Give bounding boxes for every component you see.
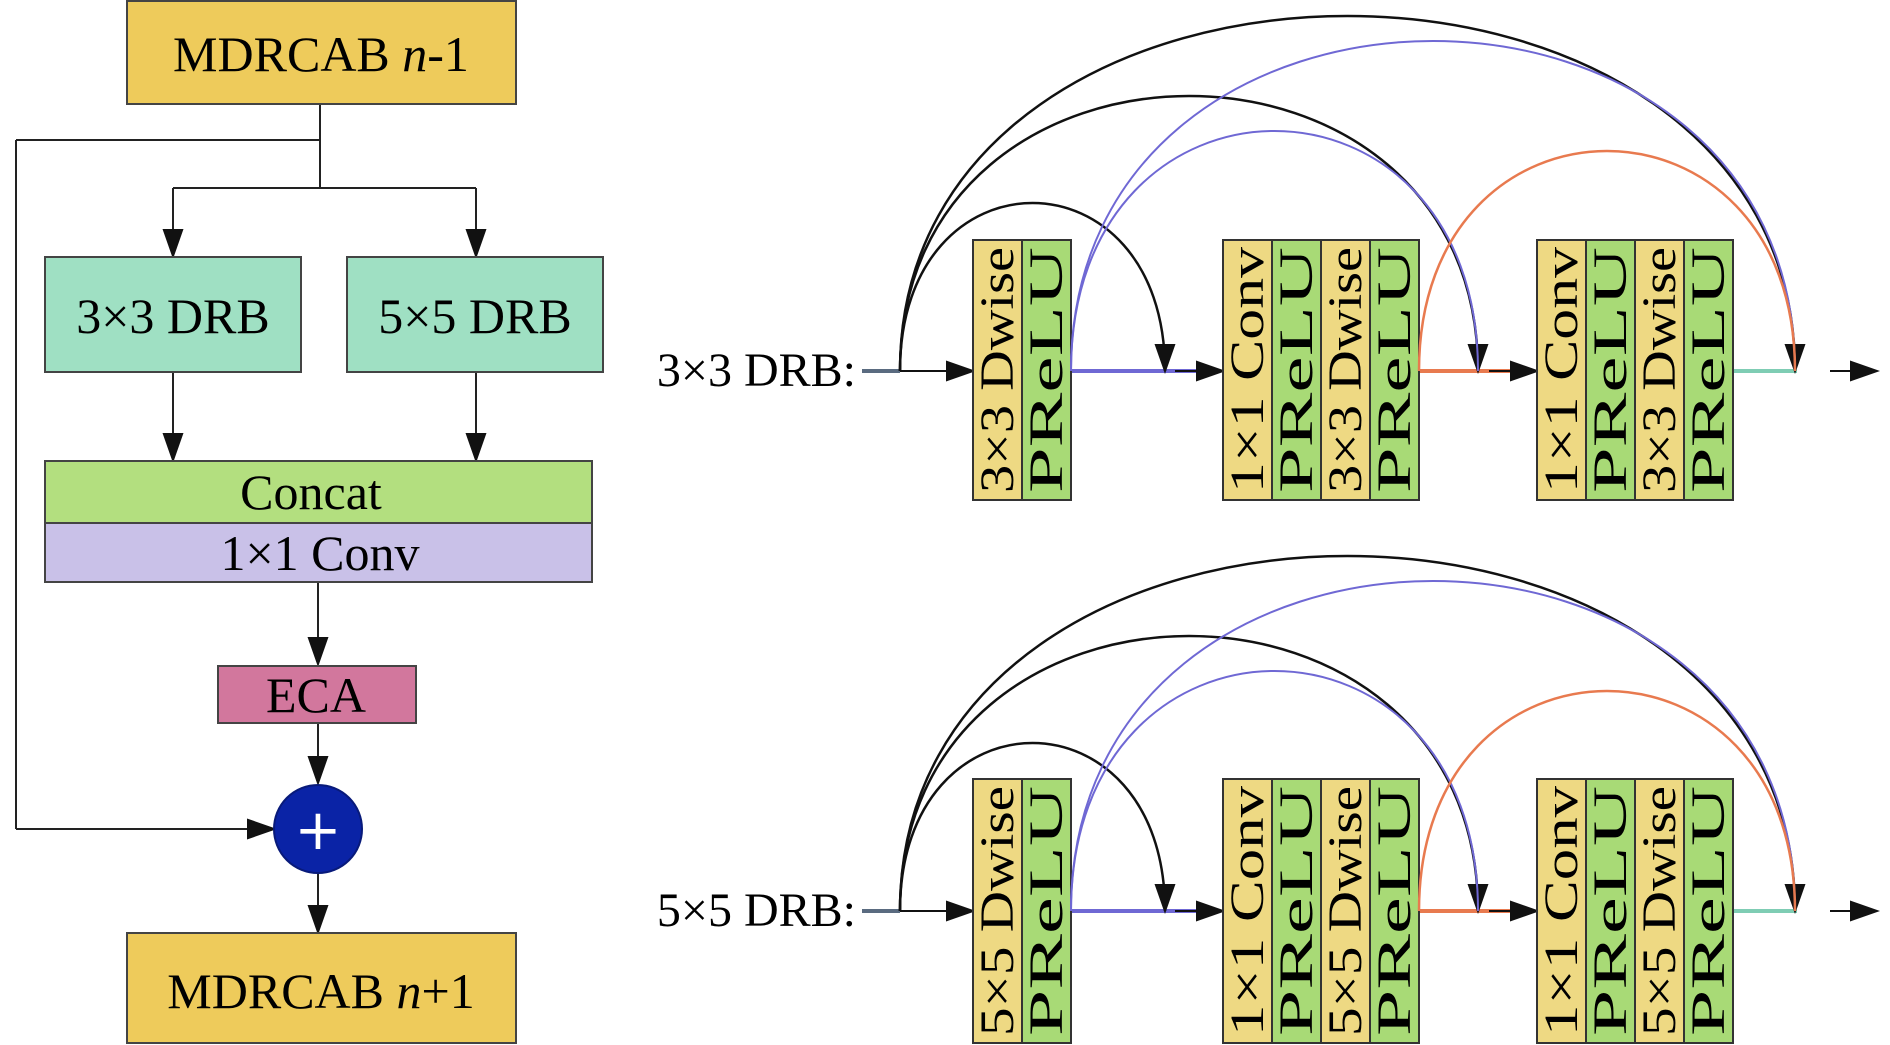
concat-label: Concat <box>240 464 382 520</box>
drb5-label: 5×5 DRB <box>378 288 572 344</box>
drb-row-label: 3×3 DRB: <box>657 344 856 397</box>
drb-strip-label: PReLU <box>1682 786 1735 1036</box>
drb-strip-label: 1×1 Conv <box>1221 247 1274 493</box>
drb3-block: 3×3 DRB <box>44 256 302 373</box>
skip-connection-1 <box>898 741 1176 914</box>
drb-strip-label: 1×1 Conv <box>1535 247 1588 493</box>
skip-connection-6 <box>1417 149 1797 372</box>
drb-strip-label: 5×5 Dwise <box>1633 786 1686 1036</box>
conv1x1-block: 1×1 Conv <box>44 522 593 583</box>
mdrcab-prev-label: MDRCAB n-1 <box>173 26 469 82</box>
drb-strip: PReLU <box>1020 778 1073 1044</box>
mdrcab-next-label: MDRCAB n+1 <box>167 963 474 1019</box>
mdrcab-next-block: MDRCAB n+1 <box>126 932 517 1044</box>
drb-strip: PReLU <box>1368 239 1421 501</box>
concat-block: Concat <box>44 460 593 524</box>
skip-connection-2 <box>898 94 1489 374</box>
skip-connection-5 <box>1070 40 1796 372</box>
drb-strip: 5×5 Dwise <box>1319 778 1372 1044</box>
drb-strip-label: PReLU <box>1270 247 1323 493</box>
drb-strip: PReLU <box>1270 239 1323 501</box>
drb-strip: PReLU <box>1270 778 1323 1044</box>
drb-strip-label: PReLU <box>1584 247 1637 493</box>
drb-strip: 5×5 Dwise <box>1633 778 1686 1044</box>
drb-strip: PReLU <box>1682 778 1735 1044</box>
drb5-block: 5×5 DRB <box>346 256 604 373</box>
drb-strip-label: 5×5 Dwise <box>1319 786 1372 1036</box>
drb-strip-label: PReLU <box>1682 247 1735 493</box>
drb-strip-label: PReLU <box>1368 786 1421 1036</box>
drb-strip-label: 5×5 Dwise <box>971 786 1024 1036</box>
drb-strip: PReLU <box>1584 239 1637 501</box>
drb-strip-label: 3×3 Dwise <box>1633 247 1686 493</box>
drb-strip-label: PReLU <box>1368 247 1421 493</box>
drb-strip-label: 1×1 Conv <box>1221 786 1274 1036</box>
conv1x1-label: 1×1 Conv <box>220 525 419 581</box>
drb-strip: 1×1 Conv <box>1221 778 1274 1044</box>
skip-connection-4 <box>1070 130 1479 372</box>
mdrcab-prev-block: MDRCAB n-1 <box>126 0 517 105</box>
skip-connection-6 <box>1417 689 1797 912</box>
drb-strip: PReLU <box>1682 239 1735 501</box>
left-arrows <box>16 188 487 935</box>
skip-connection-3 <box>898 554 1806 914</box>
drb-strip: PReLU <box>1368 778 1421 1044</box>
eca-block: ECA <box>217 665 417 724</box>
drb-strip: 1×1 Conv <box>1535 239 1588 501</box>
drb-strip: 1×1 Conv <box>1221 239 1274 501</box>
skip-connection-4 <box>1070 670 1479 912</box>
drb-strip-label: 1×1 Conv <box>1535 786 1588 1036</box>
drb-strip-label: 3×3 Dwise <box>1319 247 1372 493</box>
drb-strip-label: PReLU <box>1020 786 1073 1036</box>
drb-strip-label: 3×3 Dwise <box>971 247 1024 493</box>
skip-connection-3 <box>898 14 1806 374</box>
drb-strip: 3×3 Dwise <box>1633 239 1686 501</box>
drb-strip: PReLU <box>1020 239 1073 501</box>
add-node: + <box>273 784 363 874</box>
drb-strip: PReLU <box>1584 778 1637 1044</box>
drb-strip: 1×1 Conv <box>1535 778 1588 1044</box>
skip-connection-2 <box>898 634 1489 914</box>
drb-strip-label: PReLU <box>1270 786 1323 1036</box>
drb3-label: 3×3 DRB <box>76 288 270 344</box>
drb-strip-label: PReLU <box>1584 786 1637 1036</box>
drb-strip: 3×3 Dwise <box>971 239 1024 501</box>
drb-strip: 3×3 Dwise <box>1319 239 1372 501</box>
eca-label: ECA <box>266 667 366 723</box>
mdrcab-block: MDRCAB n-1 3×3 DRB 5×5 DRB Concat 1×1 Co… <box>15 0 604 1044</box>
drb-row-label: 5×5 DRB: <box>657 884 856 937</box>
skip-connection-1 <box>898 201 1176 374</box>
skip-connection-5 <box>1070 580 1796 912</box>
drb-strip-label: PReLU <box>1020 247 1073 493</box>
drb-strip: 5×5 Dwise <box>971 778 1024 1044</box>
add-symbol: + <box>295 798 342 863</box>
left-connectors <box>15 104 476 829</box>
